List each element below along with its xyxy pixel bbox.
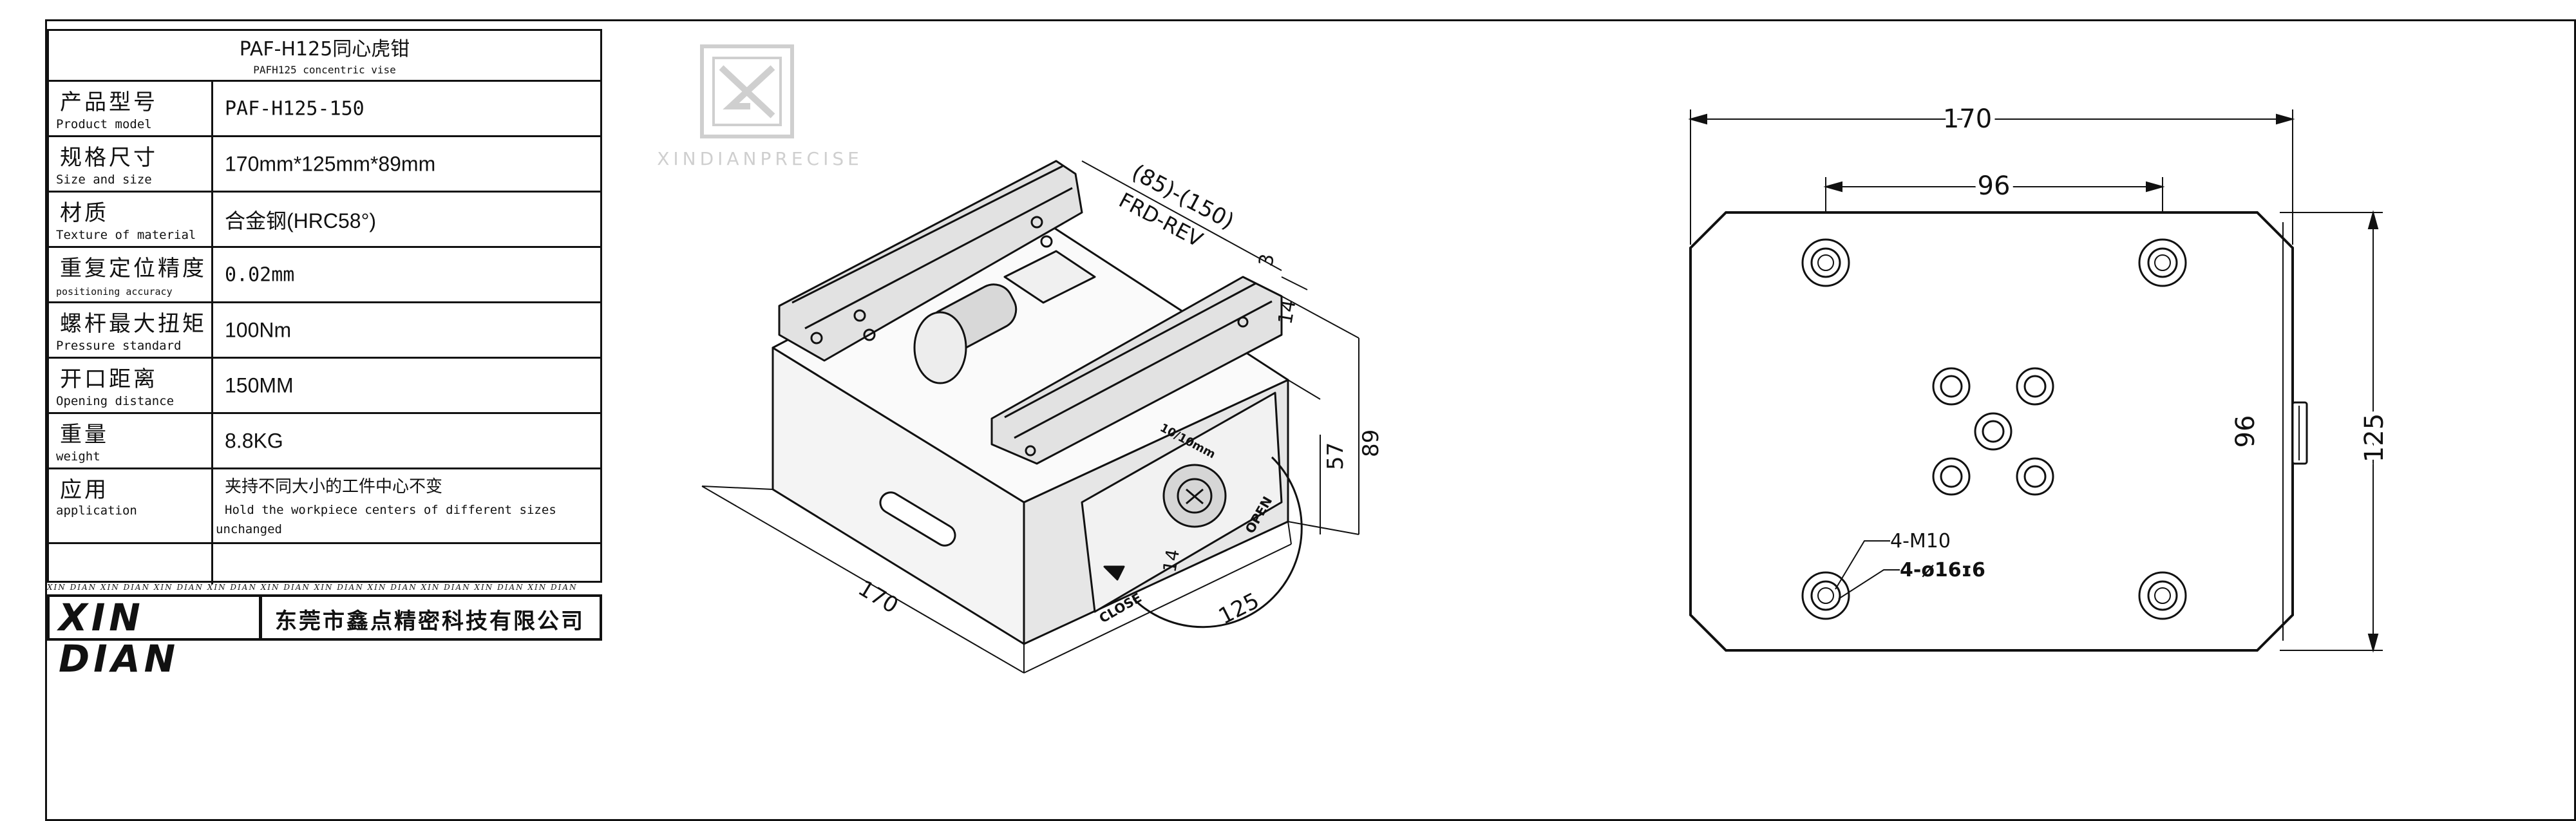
iso-dim-jaw-label: 14 xyxy=(1274,298,1300,326)
spec-title: PAF-H125同心虎钳 xyxy=(239,38,410,61)
locating-hole xyxy=(1932,457,1971,496)
rear-jaw xyxy=(778,160,1083,362)
spec-label-en: Pressure standard xyxy=(56,339,182,353)
application-value-en: Hold the workpiece centers of different … xyxy=(225,503,556,517)
iso-dim-step-label: 3 xyxy=(1255,252,1279,269)
locating-hole xyxy=(1932,367,1971,406)
spec-row-model: 产品型号 Product model PAF-H125-150 xyxy=(47,82,602,137)
spec-table: PAF-H125同心虎钳 PAFH125 concentric vise 产品型… xyxy=(47,29,602,634)
brand-strip: XIN DIAN XIN DIAN XIN DIAN XIN DIAN XIN … xyxy=(47,583,578,592)
spec-label-cn: 螺杆最大扭矩 xyxy=(60,311,207,337)
watermark-logo-icon xyxy=(700,44,794,138)
spec-value: PAF-H125-150 xyxy=(225,97,365,120)
spec-label-cn: 重量 xyxy=(60,422,109,448)
front-jaw xyxy=(990,276,1283,465)
vise-top-outline xyxy=(1689,211,2294,652)
spec-row-opening: 开口距离 Opening distance 150MM xyxy=(47,359,602,414)
spec-value: 0.02mm xyxy=(225,263,295,286)
spec-label-cn: 重复定位精度 xyxy=(60,256,207,281)
spec-label-cn: 产品型号 xyxy=(60,90,158,115)
top-dim-hole-y-label: 96 xyxy=(2231,415,2260,448)
top-dim-depth-label: 125 xyxy=(2360,413,2389,462)
mounting-hole xyxy=(2138,571,2187,620)
iso-dim-height-total-label: 89 xyxy=(1358,429,1384,457)
iso-dim-depth-label: 125 xyxy=(1215,588,1264,630)
spec-row-size: 规格尺寸 Size and size 170mm*125mm*89mm xyxy=(47,137,602,193)
spec-title-cell: PAF-H125同心虎钳 PAFH125 concentric vise xyxy=(47,29,602,82)
watermark: XINDIANPRECISE xyxy=(618,39,902,174)
spec-value: 合金钢(HRC58°) xyxy=(225,209,377,232)
iso-dim-height-body-label: 57 xyxy=(1323,442,1349,470)
spec-row-accuracy: 重复定位精度 positioning accuracy 0.02mm xyxy=(47,248,602,303)
mounting-hole xyxy=(1801,571,1850,620)
spec-row-blank xyxy=(47,544,602,584)
spec-row-application: 应用 application 夹持不同大小的工件中心不变 Hold the wo… xyxy=(47,469,602,544)
brand-block: XIN DIAN 东莞市鑫点精密科技有限公司 xyxy=(47,594,602,679)
spec-value: 150MM xyxy=(225,373,294,397)
iso-dim-width-label: 170 xyxy=(853,575,902,619)
locating-holes xyxy=(1932,367,2054,496)
isometric-view: 170 125 89 57 14 3 14 (85)-(150) FRD-REV… xyxy=(701,160,1384,674)
spec-label-en: weight xyxy=(56,449,100,464)
locating-hole xyxy=(2016,367,2054,406)
iso-dim-bottom-label: 14 xyxy=(1159,547,1184,574)
spec-table-border xyxy=(47,29,602,583)
spec-label-en: positioning accuracy xyxy=(56,286,173,297)
bore-callout: 4-ø16ɪ6 xyxy=(1900,559,1985,581)
spec-row-weight: 重量 weight 8.8KG xyxy=(47,414,602,469)
spec-value: 100Nm xyxy=(225,318,292,341)
company-name: 东莞市鑫点精密科技有限公司 xyxy=(275,609,585,634)
spec-label-cn: 应用 xyxy=(60,477,109,503)
application-value-en-2: unchanged xyxy=(216,522,282,536)
top-view: 170 96 96 125 4-M10 4-ø16ɪ6 xyxy=(1688,100,2394,653)
thread-callout: 4-M10 xyxy=(1890,530,1951,552)
spec-label-en: Texture of material xyxy=(56,228,196,242)
spec-subtitle: PAFH125 concentric vise xyxy=(253,64,396,76)
top-dim-hole-x-label: 96 xyxy=(1978,171,2011,201)
spec-label-en: Size and size xyxy=(56,173,152,187)
mounting-hole xyxy=(1801,238,1850,287)
application-value-cn: 夹持不同大小的工件中心不变 xyxy=(225,477,443,496)
spec-row-material: 材质 Texture of material 合金钢(HRC58°) xyxy=(47,193,602,248)
side-slot xyxy=(879,491,956,547)
locating-hole xyxy=(1974,412,2012,451)
spec-value: 8.8KG xyxy=(225,429,283,452)
spec-label-cn: 规格尺寸 xyxy=(60,145,158,171)
mounting-holes xyxy=(1801,238,2187,620)
spec-label-en: Opening distance xyxy=(56,394,175,408)
spec-label-cn: 材质 xyxy=(60,200,109,226)
spec-value: 170mm*125mm*89mm xyxy=(225,152,436,175)
brand-logo: XIN DIAN xyxy=(50,597,262,679)
spec-label-en: Product model xyxy=(56,117,152,131)
watermark-text: XINDIANPRECISE xyxy=(657,148,863,169)
spec-label-cn: 开口距离 xyxy=(60,366,158,392)
spec-row-torque: 螺杆最大扭矩 Pressure standard 100Nm xyxy=(47,303,602,359)
locating-hole xyxy=(2016,457,2054,496)
spec-label-en: application xyxy=(56,504,137,518)
top-dim-width-label: 170 xyxy=(1943,104,1992,134)
drawing-border xyxy=(45,19,2576,821)
mounting-hole xyxy=(2138,238,2187,287)
